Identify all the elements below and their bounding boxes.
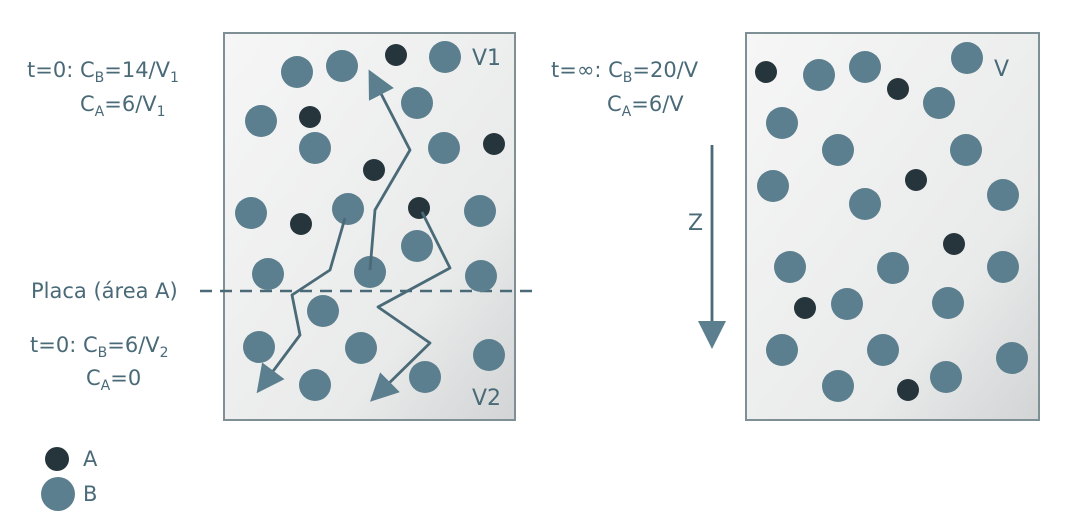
initial-bottom-cb: t=0: CB=6/V2 xyxy=(30,333,169,361)
particle-b xyxy=(473,339,505,371)
particle-b xyxy=(307,295,339,327)
legend-a-label: A xyxy=(83,447,98,471)
path-down-right xyxy=(370,211,452,402)
particle-b xyxy=(831,288,863,320)
particle-b xyxy=(299,369,331,401)
particle-a xyxy=(794,297,816,319)
particle-b xyxy=(766,334,798,366)
right-a-particles xyxy=(755,61,965,401)
initial-bottom-ca: CA=0 xyxy=(86,366,142,394)
path-down-left xyxy=(256,217,347,394)
particle-a xyxy=(887,78,909,100)
particle-b xyxy=(401,230,433,262)
diffusion-paths xyxy=(256,69,452,402)
initial-top-ca: CA=6/V1 xyxy=(80,92,166,120)
particle-a xyxy=(408,197,430,219)
particle-b xyxy=(465,260,497,292)
particle-b xyxy=(281,56,313,88)
right-b-particles xyxy=(757,42,1028,402)
particle-b xyxy=(345,332,377,364)
particle-b xyxy=(326,50,358,82)
particle-b xyxy=(235,197,267,229)
v-label: V xyxy=(994,57,1010,82)
particle-b xyxy=(803,59,835,91)
particle-a xyxy=(897,379,919,401)
plate-label: Placa (área A) xyxy=(31,279,178,303)
particle-b xyxy=(299,132,331,164)
particle-a xyxy=(905,169,927,191)
particle-b xyxy=(849,51,881,83)
final-ca: CA=6/V xyxy=(607,92,684,120)
final-cb: t=∞: CB=20/V xyxy=(551,58,699,86)
particle-b xyxy=(464,195,496,227)
particle-b xyxy=(930,361,962,393)
particle-b xyxy=(429,41,461,73)
legend-b-label: B xyxy=(83,482,98,506)
particle-a xyxy=(299,106,321,128)
particle-b xyxy=(877,252,909,284)
particle-b xyxy=(996,342,1028,374)
initial-top-cb: t=0: CB=14/V1 xyxy=(27,58,179,86)
particle-a xyxy=(755,61,777,83)
v1-label: V1 xyxy=(472,46,502,71)
particle-b xyxy=(987,251,1019,283)
particle-b xyxy=(243,331,275,363)
particle-b xyxy=(822,134,854,166)
particle-a xyxy=(483,133,505,155)
particle-b xyxy=(849,188,881,220)
particle-b xyxy=(252,258,284,290)
particle-b xyxy=(428,132,460,164)
particle-b xyxy=(757,170,789,202)
particle-a xyxy=(290,213,312,235)
particle-b xyxy=(774,251,806,283)
path-upward xyxy=(368,69,412,271)
particle-b xyxy=(950,134,982,166)
v2-label: V2 xyxy=(472,386,502,411)
particle-b xyxy=(332,193,364,225)
particle-b xyxy=(401,87,433,119)
particle-a xyxy=(385,44,407,66)
left-a-particles xyxy=(290,44,505,235)
left-container xyxy=(223,32,516,421)
particle-b xyxy=(951,42,983,74)
particle-b xyxy=(354,256,386,288)
particle-b xyxy=(409,361,441,393)
particle-a xyxy=(943,233,965,255)
particle-b xyxy=(987,179,1019,211)
particle-b xyxy=(923,87,955,119)
particle-b xyxy=(822,370,854,402)
particle-b xyxy=(766,107,798,139)
z-axis-label: Z xyxy=(688,211,704,236)
particle-b xyxy=(867,334,899,366)
particle-a xyxy=(363,159,385,181)
legend-a-marker xyxy=(45,447,69,471)
legend-b-marker xyxy=(41,477,75,511)
left-b-particles xyxy=(235,41,505,401)
particle-b xyxy=(932,287,964,319)
particle-b xyxy=(245,105,277,137)
